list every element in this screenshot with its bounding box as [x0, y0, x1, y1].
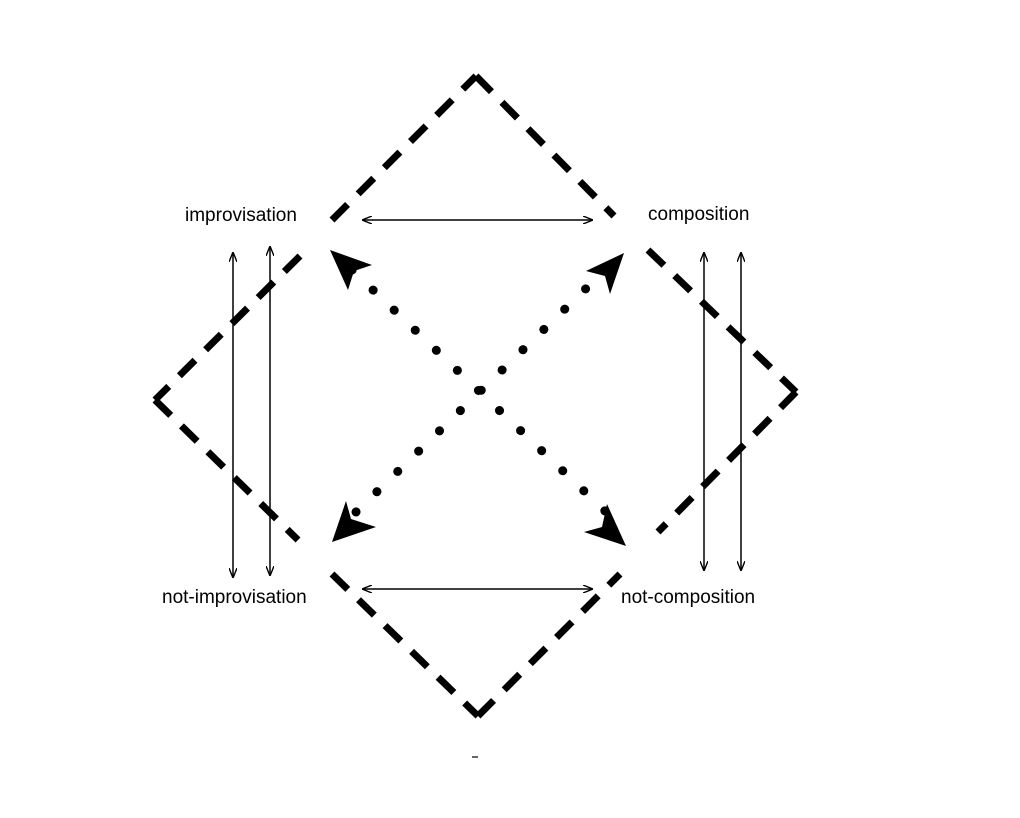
dashed-diamond-left — [152, 253, 303, 543]
arrowhead-to-improvisation — [330, 250, 372, 290]
dashed-edge-left-lower — [152, 397, 301, 543]
dashed-edge-left-upper — [152, 253, 303, 403]
dashed-diamond-right — [645, 247, 799, 535]
arrowhead-to-not-composition — [584, 504, 626, 546]
dashed-diamond-bottom — [329, 571, 623, 719]
dotted-diagonal-notimprov-comp — [351, 265, 610, 517]
dashed-edge-right-lower — [655, 389, 799, 535]
dashed-edge-bottom-right — [475, 571, 623, 719]
term-composition: composition — [648, 204, 750, 225]
dashed-edge-right-upper — [645, 247, 799, 395]
dashed-edge-bottom-left — [329, 571, 481, 719]
arrowhead-to-composition — [586, 253, 624, 294]
term-not-improvisation: not-improvisation — [162, 587, 307, 608]
term-improvisation: improvisation — [185, 205, 297, 226]
dashed-diamond-top — [329, 73, 617, 223]
arrowhead-to-not-improvisation — [332, 501, 376, 542]
term-not-composition: not-composition — [621, 587, 756, 608]
dashed-edge-top-left — [329, 73, 479, 223]
dashed-edge-top-right — [473, 73, 617, 219]
